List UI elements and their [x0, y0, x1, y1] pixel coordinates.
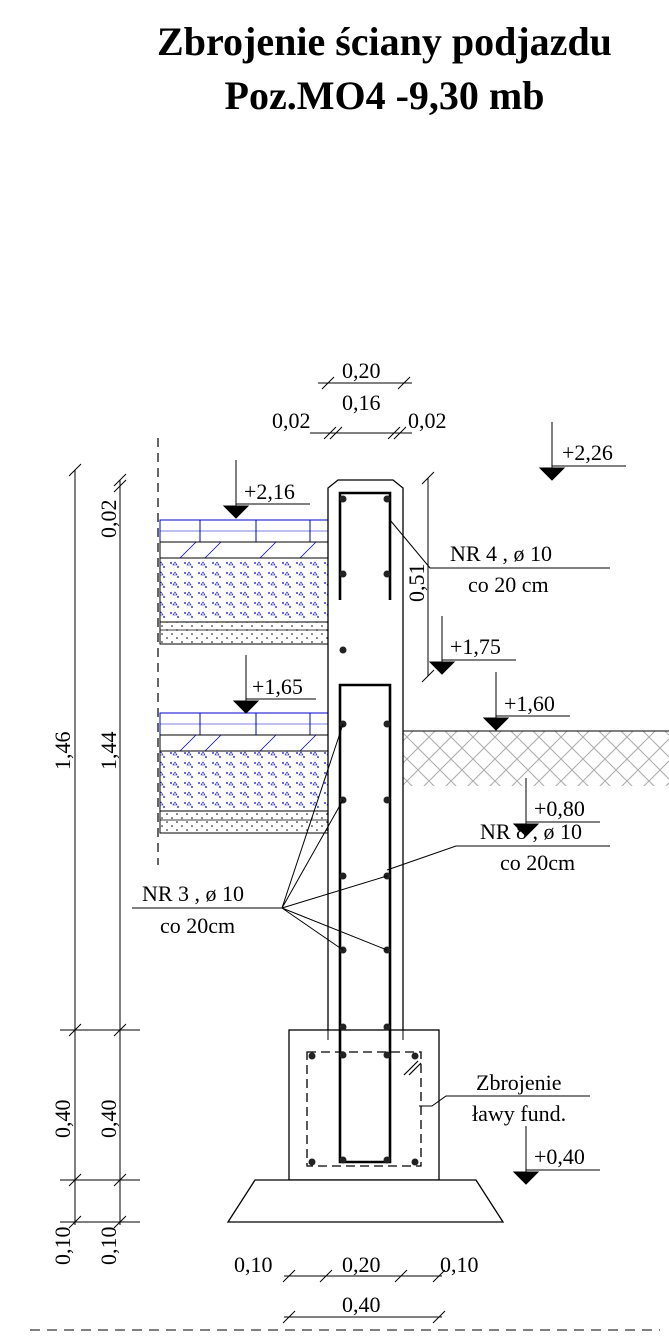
- wall-outline-footing: [327, 1030, 404, 1040]
- bar-main: [338, 683, 392, 1164]
- dim-top-core: 0,16: [342, 390, 381, 415]
- dim-bottom-left: 0,10: [234, 1252, 273, 1277]
- dim-top-total: 0,20: [342, 358, 381, 383]
- top-dimensions: [310, 376, 412, 440]
- lap-dimension: [421, 471, 435, 683]
- dim-top-left-cover: 0,02: [272, 408, 311, 433]
- level-markers: [222, 422, 626, 1185]
- dim-footing-outer: 0,40: [50, 1100, 75, 1139]
- level-175: +1,75: [450, 634, 501, 659]
- nr8-label-line2: co 20cm: [500, 850, 575, 875]
- footing-corner-dots: [308, 1052, 419, 1166]
- footing-label-line2: ławy fund.: [472, 1101, 566, 1126]
- level-040: +0,40: [534, 1144, 585, 1169]
- dim-top-right-cover: 0,02: [408, 408, 447, 433]
- dim-footing-inner: 0,40: [96, 1100, 121, 1139]
- dim-left-total: 1,46: [50, 732, 75, 771]
- title-line-1: Zbrojenie ściany podjazdu: [157, 19, 612, 64]
- rebar-dots-left: [339, 495, 347, 1164]
- leader-lines: [132, 519, 610, 1107]
- nr4-label-line1: NR 4 , ø 10: [450, 541, 552, 566]
- dim-left-inner: 1,44: [96, 732, 121, 771]
- level-160: +1,60: [504, 691, 555, 716]
- upper-layer-stack: [159, 519, 329, 645]
- dim-bottom-mid: 0,20: [342, 1252, 381, 1277]
- dim-base-inner: 0,10: [96, 1227, 121, 1266]
- bottom-dimensions: [282, 1269, 446, 1324]
- nr8-label-line1: NR 8 , ø 10: [480, 819, 582, 844]
- left-dimension-lines: [60, 463, 140, 1229]
- soil-hatch: [403, 731, 669, 786]
- dim-bottom-total: 0,40: [342, 1292, 381, 1317]
- level-165: +1,65: [252, 674, 303, 699]
- level-226: +2,26: [562, 440, 613, 465]
- level-216: +2,16: [244, 479, 295, 504]
- dim-base-outer: 0,10: [50, 1227, 75, 1266]
- wall-outline: [327, 479, 404, 1030]
- lower-layer-stack: [159, 712, 329, 834]
- footing-stirrup: [306, 1051, 422, 1167]
- lean-concrete-base: [226, 1179, 505, 1223]
- bar-nr4: [338, 491, 392, 600]
- title-line-2: Poz.MO4 -9,30 mb: [224, 73, 545, 118]
- nr3-label-line1: NR 3 , ø 10: [142, 881, 244, 906]
- footing-label-line1: Zbrojenie: [476, 1070, 562, 1095]
- dim-bottom-right: 0,10: [440, 1252, 479, 1277]
- nr3-label-line2: co 20cm: [160, 913, 235, 938]
- rebar-dots-right: [383, 495, 391, 1164]
- level-080: +0,80: [534, 796, 585, 821]
- dim-lap-length: 0,51: [404, 564, 429, 603]
- dim-left-top-cover: 0,02: [96, 500, 121, 539]
- nr4-label-line2: co 20 cm: [468, 572, 549, 597]
